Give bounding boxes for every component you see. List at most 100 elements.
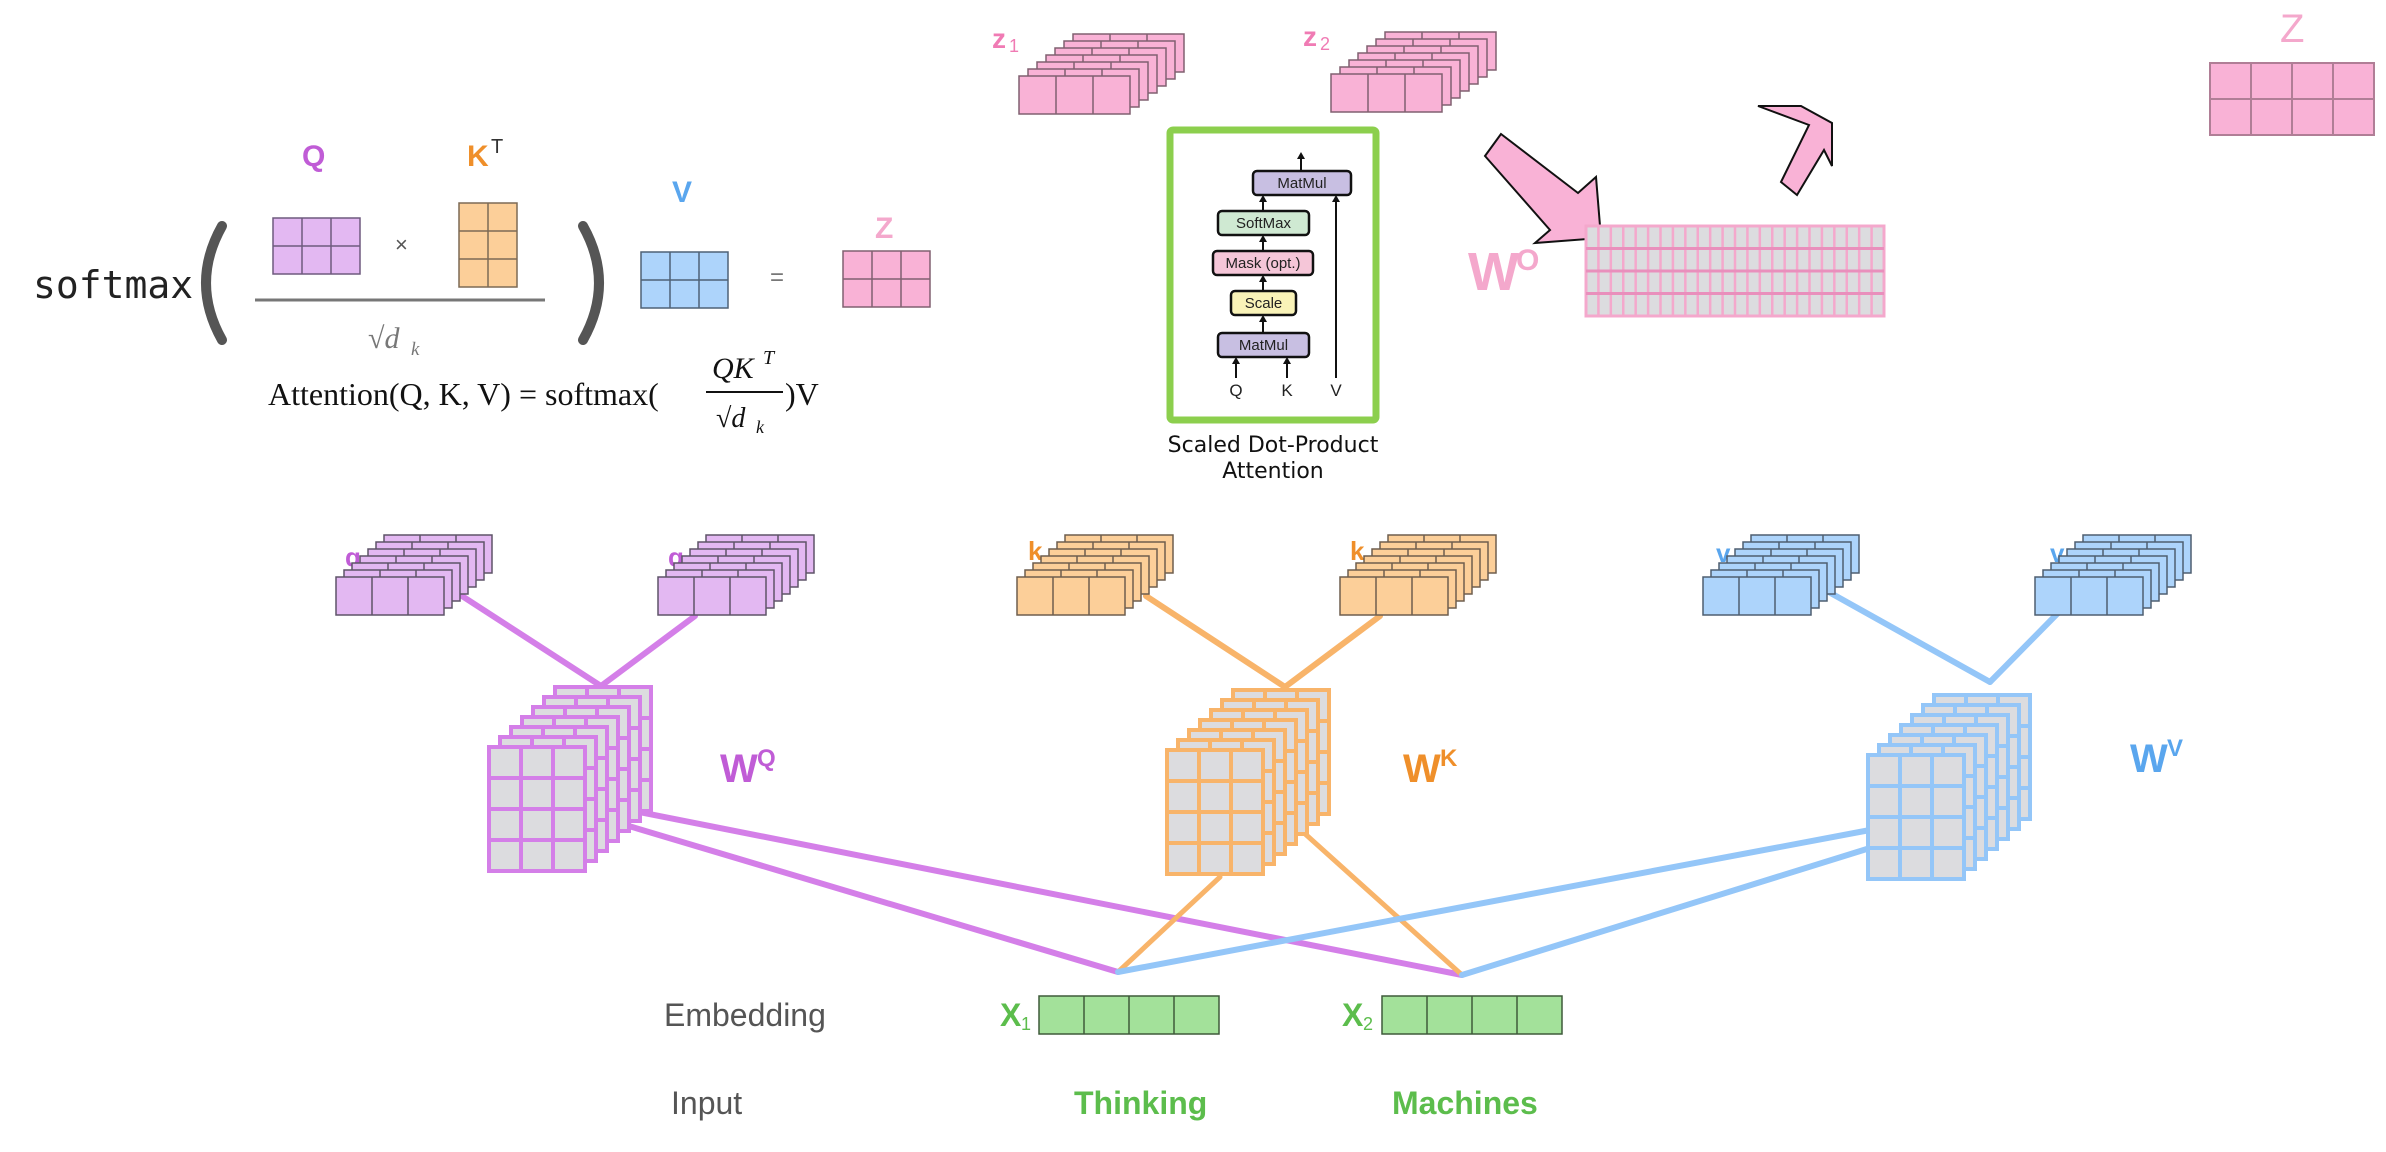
sdpa-block-matmul: MatMul [1216,331,1311,359]
matrix-body [1702,576,1812,616]
svg-text:k: k [411,339,420,360]
sdpa-input-q: Q [1229,381,1242,400]
q1-layer [335,576,445,616]
sdpa-block-label: MatMul [1277,175,1326,192]
svg-text:2: 2 [1320,34,1330,54]
z-matrix [842,250,931,308]
x2-label: X 2 [1342,997,1373,1034]
svg-text:Q: Q [757,745,776,772]
q2-layer [657,576,767,616]
sdpa-block-softmax: SoftMax [1216,209,1311,237]
q-matrix-grid [272,217,361,275]
arrow-head-icon [1297,152,1305,159]
k1-to-wk-line [1143,593,1288,690]
matrix-body [1330,73,1443,113]
wk-to-x1-line [1115,874,1223,975]
wq-to-x1-line [609,818,1121,975]
k1-layer [1016,576,1126,616]
q-matrix-label: Q [302,140,325,173]
kt-matrix-label: K T [467,136,503,173]
v2-to-wv-line [1987,610,2061,685]
v1-stack [1702,534,1860,616]
arrow-head-icon [1232,357,1240,364]
arrow-head-icon [1259,235,1267,242]
wk-to-x2-line [1300,829,1465,978]
v1-to-wv-line [1824,588,1993,685]
arrow-head-icon [1259,315,1267,322]
svg-text:QK: QK [712,352,756,385]
z2-label: z 2 [1303,21,1330,54]
times-sign: × [395,232,408,257]
svg-text:W: W [1403,747,1441,791]
sqrt-dk: √d k [368,322,420,360]
svg-text:W: W [2130,737,2168,781]
v1-layer [1702,576,1812,616]
z1-layer [1018,75,1131,115]
attention-equation: Attention(Q, K, V) = softmax( QK T √d k … [268,347,819,437]
k2-label: k [1350,536,1365,566]
q1-to-wq-line [459,593,604,689]
wq-to-x2-line [611,804,1465,978]
svg-text:T: T [491,136,503,158]
z-matrix-label: Z [875,212,893,245]
svg-text:k: k [756,417,765,437]
k2-to-wk-line [1282,613,1383,690]
sdpa-block-mask-opt: Mask (opt.) [1211,249,1315,277]
k1-stack [1016,534,1174,616]
wv-label: W V [2130,735,2183,781]
wv-to-x1-line [1115,827,1873,975]
svg-text:V: V [2167,735,2183,762]
svg-text:z: z [1303,21,1317,52]
svg-text:K: K [467,140,489,173]
svg-text:K: K [1440,745,1458,772]
z-output-grid [2209,62,2375,136]
z-matrix-grid [842,250,931,308]
left-paren [201,221,227,345]
k1-label: k [1028,536,1043,566]
svg-text:1: 1 [1021,1014,1031,1034]
equals-sign: = [770,264,784,291]
matrix-body [1018,75,1131,115]
svg-text:2: 2 [1363,1014,1373,1034]
matrix-body [335,576,445,616]
x1-embedding-vector [1038,995,1220,1035]
wv-weight-matrix [1866,693,2032,881]
k2-stack [1339,534,1497,616]
wo-weight-matrix [1584,224,1886,318]
softmax-label: softmax [33,263,193,307]
svg-text:√d: √d [368,322,400,355]
z1-label: z 1 [992,23,1019,56]
arrow-head-icon [1259,275,1267,282]
connection-lines [459,588,2061,978]
q-matrix [272,217,361,275]
v-matrix-grid [640,251,729,309]
svg-text:1: 1 [1009,36,1019,56]
weight-layer [1165,748,1265,876]
svg-text:O: O [1516,244,1539,277]
z2-layer [1330,73,1443,113]
v-matrix [640,251,729,309]
weight-layer [1866,753,1966,881]
wk-label: W K [1403,745,1458,791]
x2-embedding-vector [1381,995,1563,1035]
input-word-thinking: Thinking [1074,1085,1207,1121]
sdpa-block-label: SoftMax [1236,215,1292,232]
wo-label: W O [1468,242,1539,302]
sdpa-block-label: MatMul [1239,337,1288,354]
kt-matrix [458,202,518,288]
q1-stack [335,534,493,616]
wq-label: W Q [720,745,776,791]
input-row-label: Input [671,1085,742,1121]
v2-stack [2034,534,2192,616]
arrow-up-right-icon [1757,105,1833,197]
embedding-row-label: Embedding [664,997,826,1033]
z1-stack [1018,33,1185,115]
matrix-body [1016,576,1126,616]
svg-text:X: X [1342,997,1364,1033]
right-paren [578,221,604,345]
sdpa-caption-line2: Attention [1222,459,1324,484]
svg-text:W: W [720,747,758,791]
sdpa-block-scale: Scale [1229,289,1298,317]
svg-text:T: T [763,347,776,369]
